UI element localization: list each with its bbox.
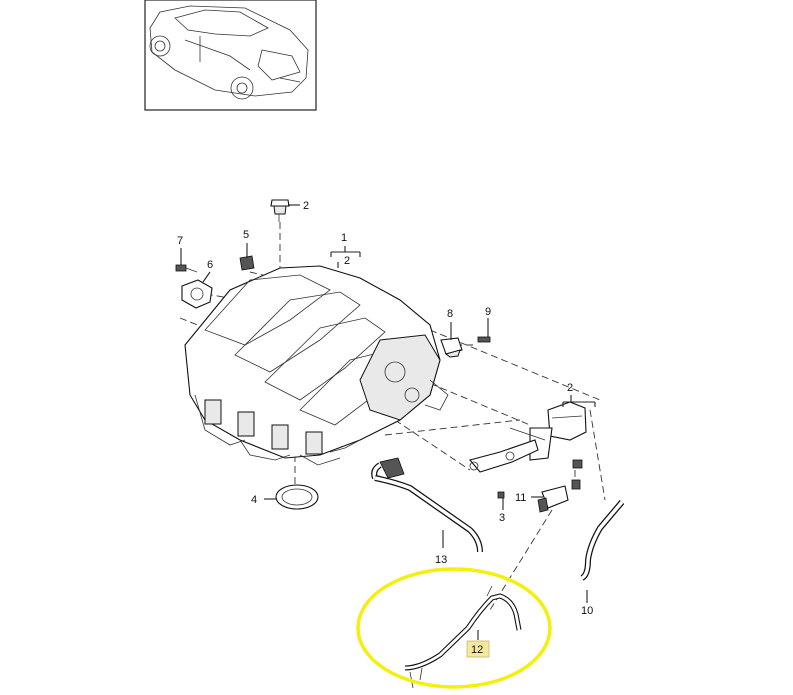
callout-12-highlight [466, 640, 490, 658]
part-12-pipe [404, 585, 522, 689]
callout-2-manifold: 2 [344, 255, 350, 267]
callout-2-actuator: 2 [567, 382, 573, 394]
vehicle-thumbnail [144, 0, 317, 111]
intake-manifold [184, 265, 449, 466]
callout-3: 4 [251, 494, 257, 506]
part-7-screw [175, 264, 198, 273]
callout-10: 10 [581, 605, 593, 617]
callout-9: 9 [485, 306, 491, 318]
car-sketch [149, 5, 309, 100]
callout-4: 2 [303, 200, 309, 212]
part-6-sensor [181, 279, 213, 309]
part-11-valve [537, 479, 581, 513]
callout-13: 13 [435, 554, 447, 566]
callout-7: 7 [177, 235, 183, 247]
part-3-gasket [275, 484, 319, 510]
callout-8: 8 [447, 308, 453, 320]
callout-12: 12 [471, 644, 483, 656]
leader-lines [180, 204, 596, 640]
callout-2-bracket: 3 [499, 512, 505, 524]
part-9-screw [477, 336, 491, 343]
part-4-plug [270, 199, 290, 222]
callout-5: 5 [243, 229, 249, 241]
highlight-ellipse [356, 567, 552, 689]
part-13-hose [371, 457, 483, 553]
part-5-sleeve [239, 255, 255, 271]
callout-labels: 2 5 7 6 1 2 8 9 2 4 11 3 13 10 12 [177, 200, 593, 658]
actuator-assembly [469, 401, 587, 499]
part-10-hose [580, 500, 625, 581]
callout-6: 6 [207, 259, 213, 271]
callout-1: 1 [341, 232, 347, 244]
callout-11: 11 [515, 492, 526, 504]
part-8-fitting [440, 337, 463, 358]
